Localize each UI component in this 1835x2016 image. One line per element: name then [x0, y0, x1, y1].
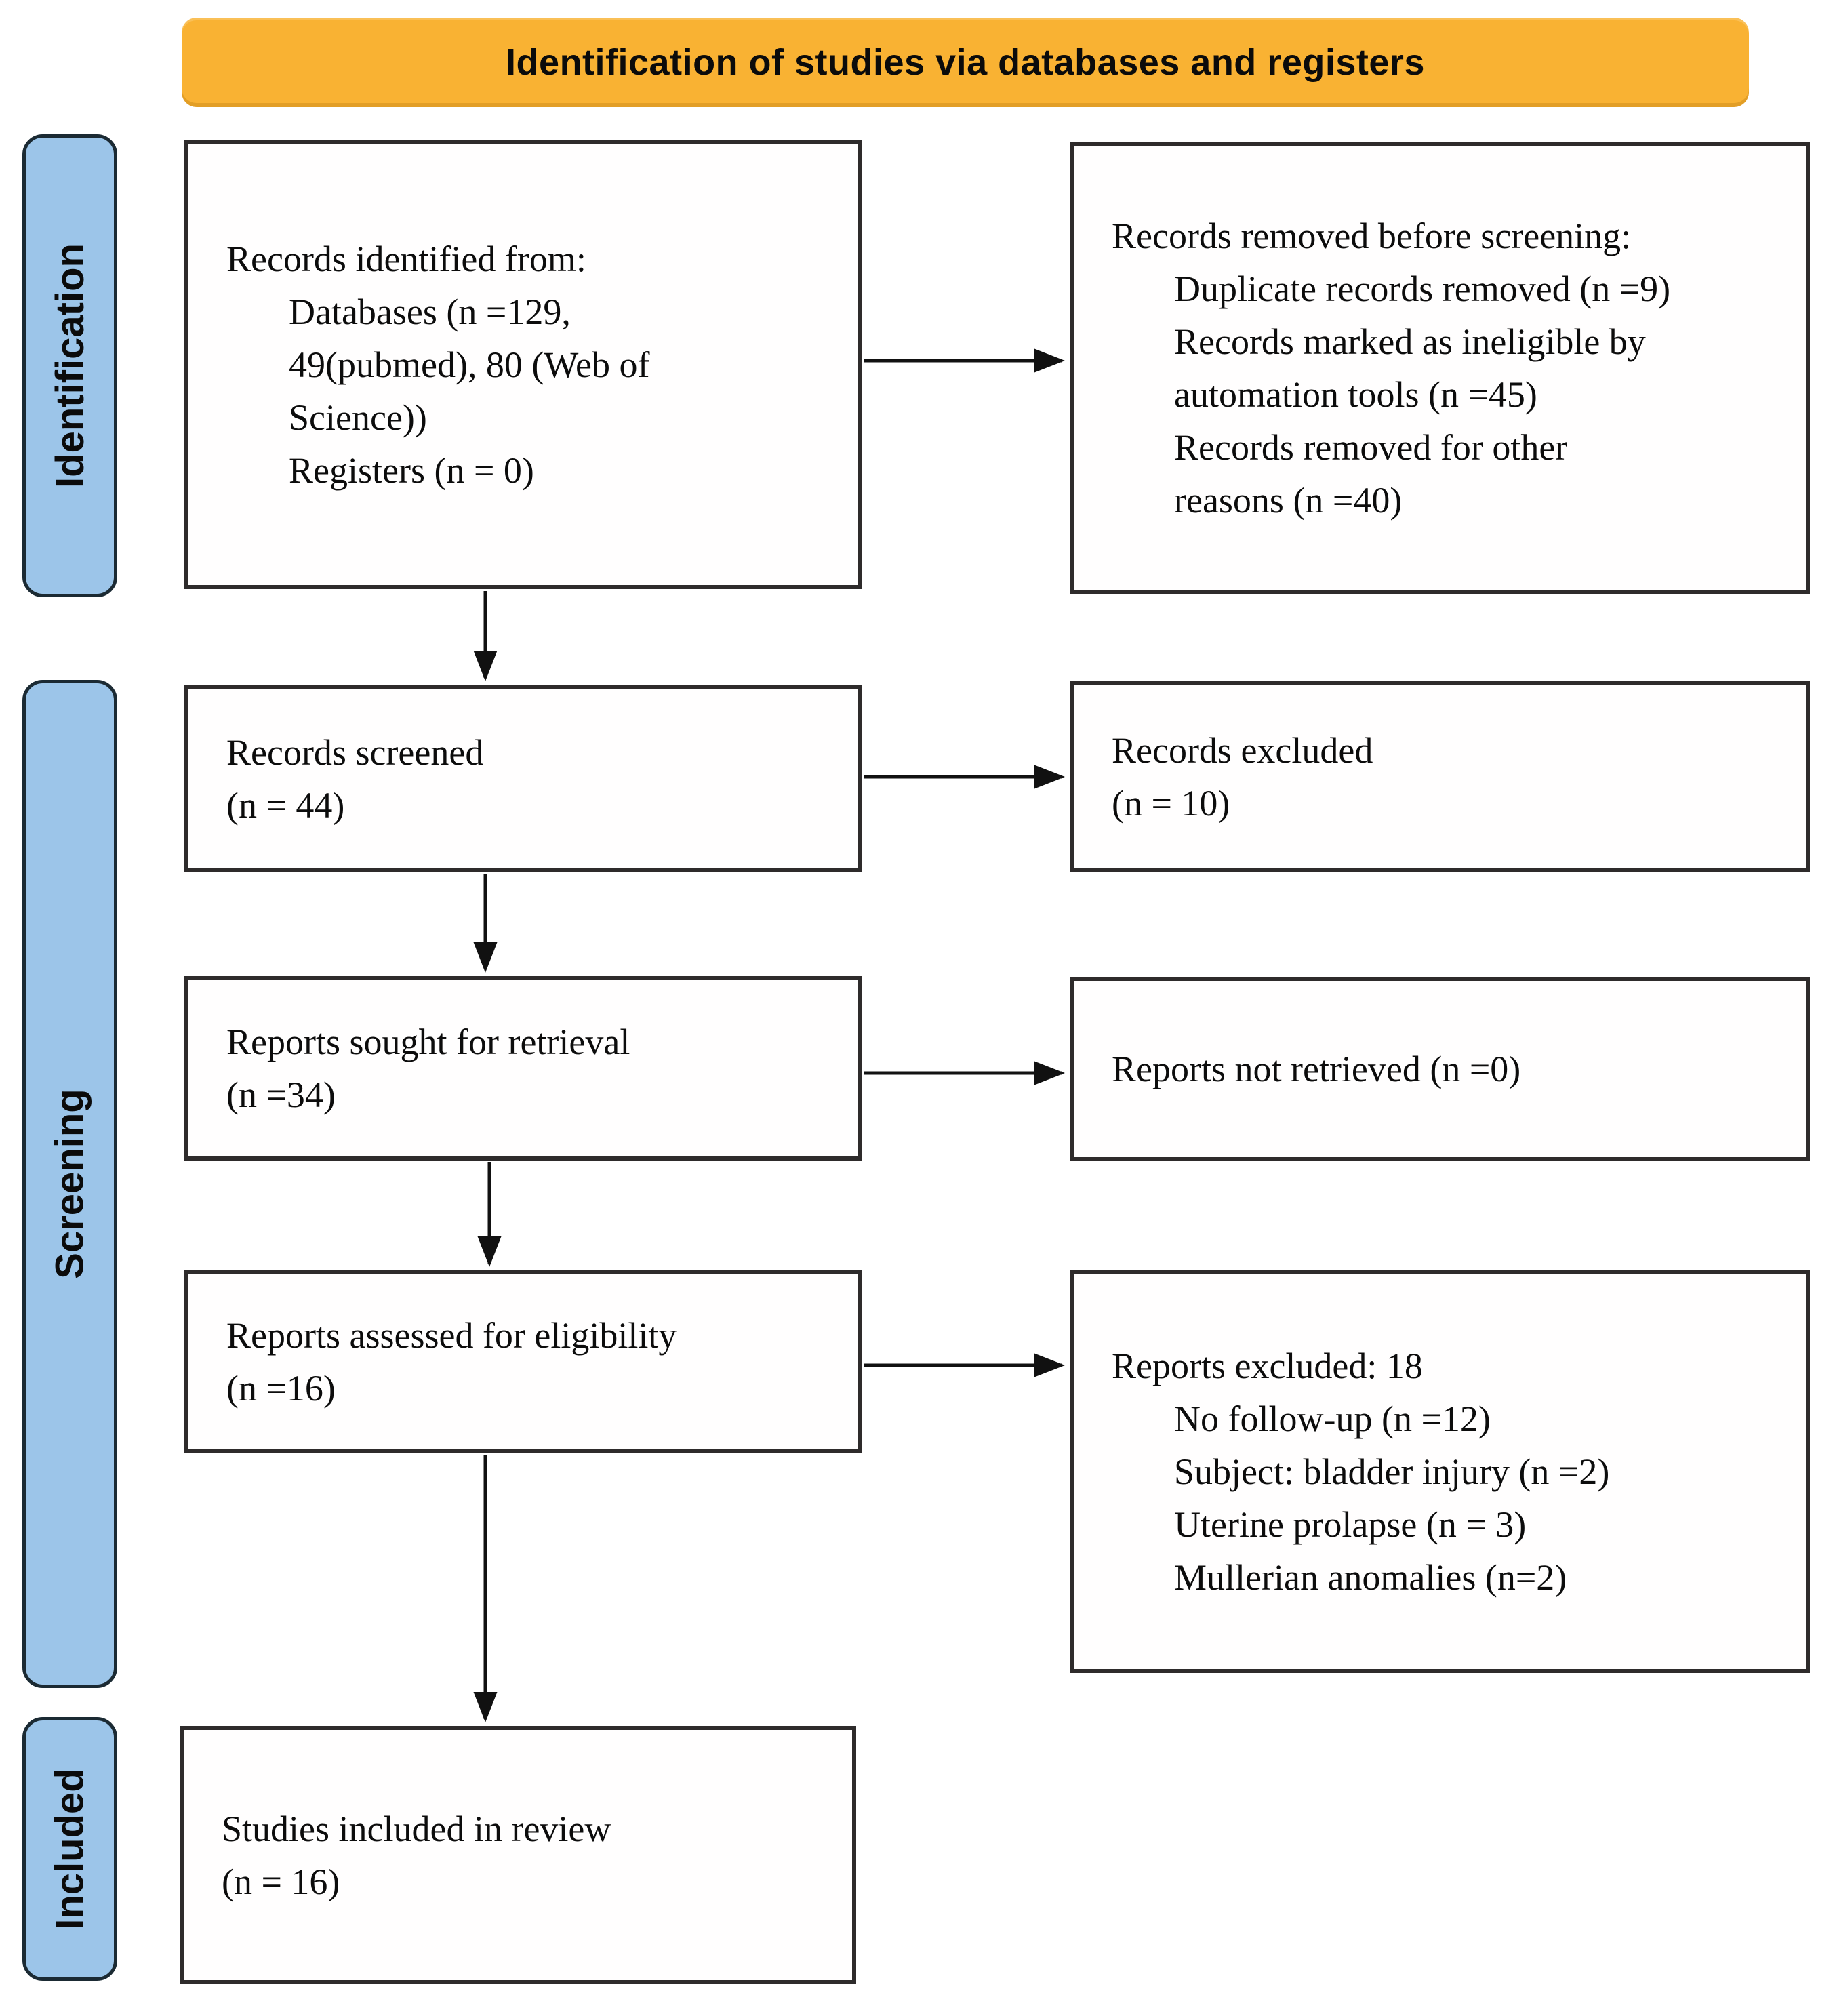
text-line: Records marked as ineligible by	[1174, 321, 1646, 362]
text-line: Reports excluded: 18	[1112, 1346, 1423, 1386]
box-records-screened-text: Records screened (n = 44)	[226, 726, 846, 832]
box-studies-included-in-review: Studies included in review (n = 16)	[180, 1726, 856, 1984]
stage-label-screening-text: Screening	[47, 1089, 92, 1279]
stage-label-included: Included	[22, 1717, 117, 1981]
text-line: automation tools (n =45)	[1174, 374, 1537, 415]
text-line: (n = 10)	[1112, 783, 1230, 824]
box-studies-included-text: Studies included in review (n = 16)	[222, 1802, 840, 1908]
banner: Identification of studies via databases …	[182, 18, 1749, 107]
text-line: (n =34)	[226, 1074, 336, 1115]
text-line: Duplicate records removed (n =9)	[1174, 268, 1671, 309]
text-line: Subject: bladder injury (n =2)	[1174, 1451, 1610, 1492]
text-line: (n =16)	[226, 1368, 336, 1409]
text-line: Mullerian anomalies (n=2)	[1174, 1557, 1567, 1598]
box-reports-assessed-text: Reports assessed for eligibility (n =16)	[226, 1309, 846, 1415]
text-line: Registers (n = 0)	[289, 450, 534, 491]
box-records-removed-before-screening: Records removed before screening: Duplica…	[1070, 142, 1810, 594]
box-records-excluded: Records excluded (n = 10)	[1070, 681, 1810, 872]
text-line: Reports sought for retrieval	[226, 1022, 630, 1062]
text-line: Records excluded	[1112, 730, 1373, 771]
box-reports-excluded: Reports excluded: 18 No follow-up (n =12)…	[1070, 1270, 1810, 1673]
box-reports-sought-for-retrieval: Reports sought for retrieval (n =34)	[184, 976, 862, 1161]
text-line: Reports not retrieved (n =0)	[1112, 1049, 1521, 1089]
box-records-screened: Records screened (n = 44)	[184, 685, 862, 872]
text-line: (n = 16)	[222, 1861, 340, 1902]
text-line: No follow-up (n =12)	[1174, 1398, 1491, 1439]
text-line: 49(pubmed), 80 (Web of	[289, 344, 650, 385]
box-records-removed-text: Records removed before screening: Duplica…	[1112, 209, 1794, 527]
text-line: Databases (n =129,	[289, 291, 571, 332]
stage-label-identification: Identification	[22, 134, 117, 597]
text-line: Science))	[289, 397, 427, 438]
text-line: Records removed for other	[1174, 426, 1568, 468]
banner-label: Identification of studies via databases …	[506, 42, 1425, 83]
stage-label-identification-text: Identification	[47, 243, 92, 488]
box-records-identified: Records identified from: Databases (n =12…	[184, 140, 862, 589]
box-reports-excluded-text: Reports excluded: 18 No follow-up (n =12)…	[1112, 1339, 1794, 1604]
stage-label-included-text: Included	[47, 1768, 92, 1930]
box-reports-sought-text: Reports sought for retrieval (n =34)	[226, 1015, 846, 1121]
box-records-excluded-text: Records excluded (n = 10)	[1112, 724, 1794, 830]
box-reports-assessed-for-eligibility: Reports assessed for eligibility (n =16)	[184, 1270, 862, 1453]
text-line: Reports assessed for eligibility	[226, 1315, 677, 1356]
text-line: (n = 44)	[226, 785, 345, 826]
stage-label-screening: Screening	[22, 680, 117, 1688]
box-records-identified-text: Records identified from: Databases (n =12…	[226, 233, 846, 497]
text-line: Records identified from:	[226, 239, 586, 279]
text-line: Records removed before screening:	[1112, 215, 1632, 256]
box-reports-not-retrieved-text: Reports not retrieved (n =0)	[1112, 1043, 1794, 1095]
text-line: Studies included in review	[222, 1808, 611, 1849]
text-line: reasons (n =40)	[1174, 479, 1403, 521]
text-line: Records screened	[226, 732, 484, 773]
text-line: Uterine prolapse (n = 3)	[1174, 1504, 1527, 1545]
box-reports-not-retrieved: Reports not retrieved (n =0)	[1070, 977, 1810, 1161]
